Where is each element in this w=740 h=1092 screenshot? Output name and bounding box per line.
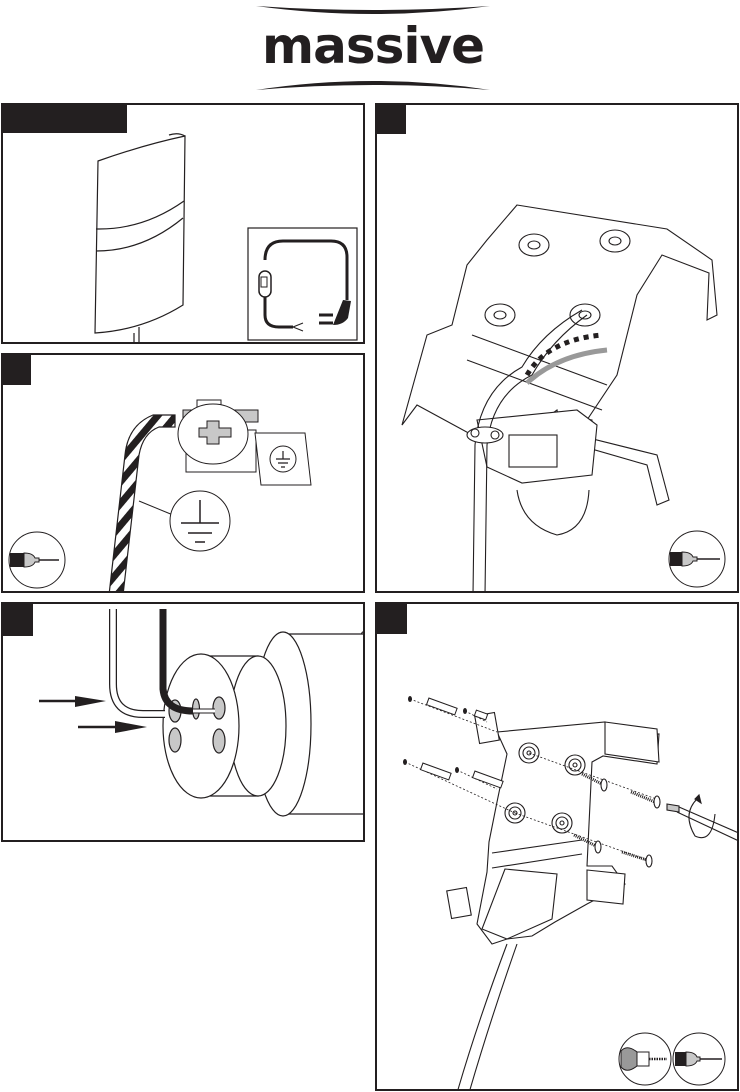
plug-cable-inset — [247, 227, 358, 341]
step-badge — [3, 355, 31, 385]
insertion-arrows — [39, 696, 147, 733]
wall-lamp-illustration — [94, 133, 358, 342]
panel-overview — [1, 103, 365, 344]
earth-wire — [108, 414, 176, 591]
logo-swoosh-bottom — [256, 81, 490, 90]
panel-step-earth — [1, 353, 365, 593]
logo-swoosh-top — [256, 6, 490, 90]
screwdriver-icon — [672, 1032, 726, 1086]
drill-icon — [618, 1032, 672, 1086]
screwdriver-icon — [668, 530, 726, 588]
screwdriver-icon — [8, 531, 66, 589]
wall-mount-illustration — [403, 696, 737, 1089]
step-badge — [377, 604, 407, 634]
step-badge — [3, 604, 33, 636]
brand-logo: massive — [248, 0, 498, 95]
panel-step-bracket-wiring — [375, 103, 739, 593]
panel-header-bar — [3, 105, 127, 133]
screws — [573, 772, 661, 868]
panel-step-wall-mount — [375, 602, 739, 1091]
screwdriver-shaft-with-rotation — [666, 793, 737, 841]
wall-plugs — [419, 697, 504, 789]
wall-holes — [403, 696, 467, 773]
panel-step-socket — [1, 602, 365, 842]
logo-text: massive — [261, 17, 485, 75]
earth-terminal-illustration — [8, 399, 312, 591]
step-badge — [377, 105, 406, 134]
bracket-wiring-illustration — [401, 204, 726, 591]
plug-cable-icon — [258, 239, 351, 332]
socket-wiring-illustration — [39, 609, 363, 817]
